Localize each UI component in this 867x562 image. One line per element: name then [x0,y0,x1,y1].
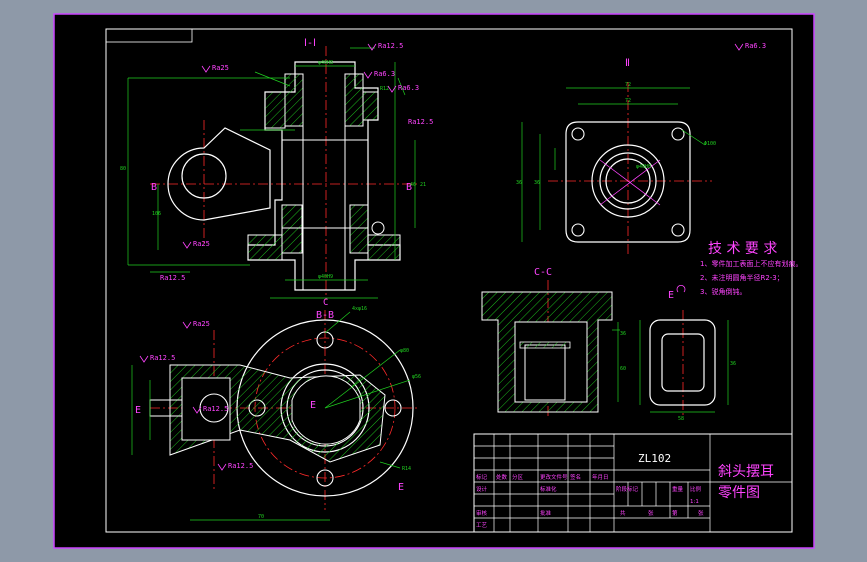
roughness-4: Ra6.3 [398,84,419,92]
tb-row-1: 处数 [496,473,508,481]
title-block [473,433,793,533]
labels: Ⅰ-Ⅰ Ⅱ B-B C-C E B B E E E C Ra12.5 Ra6.3… [120,38,802,529]
roughness-symbols [139,43,744,471]
label-marker-e-left: E [135,405,141,416]
view-top-left [127,46,420,300]
inner-frame [105,28,793,533]
tb-row-9: 重量 [672,485,684,493]
tb-row-8: 阶段标记 [616,485,639,493]
roughness-8: Ra25 [193,320,210,328]
label-marker-e-right: E [398,482,404,493]
tb-row-6: 设计 [476,485,488,493]
dim-1: φ40H8 [318,60,333,66]
drawing-type: 零件图 [718,485,760,501]
view-bottom-left [131,310,420,521]
tech-req-title: 技 术 要 求 [708,241,777,257]
dim-18: 36 [620,331,626,337]
roughness-9: Ra12.5 [150,354,175,362]
tb-row-2: 分区 [512,473,524,481]
dim-17: 21 [420,182,426,188]
tb-sheet-0: 共 [620,509,626,517]
tech-req-item-1: 1、零件加工表面上不应有划痕。 [700,259,802,268]
dim-21: 36 [730,361,736,367]
dim-13: 36 [534,180,540,186]
roughness-11: Ra12.5 [228,462,253,470]
tb-scale: 1:1 [690,499,699,505]
dim-15: 106 [152,211,161,217]
tb-row-3: 更改文件号 [540,473,568,481]
roughness-3: Ra25 [212,64,229,72]
tb-sheet-1: 张 [648,509,654,517]
dim-3: 4xφ16 [352,306,367,312]
dim-9: R12 [380,86,389,92]
label-marker-c: C [323,298,328,308]
dim-10: 72 [625,82,631,88]
label-marker-b-right: B [406,182,412,193]
dim-6: φ56 [412,374,421,380]
tb-row-10: 比例 [690,485,702,493]
dim-7: Φ100 [704,141,716,147]
label-view-top: Ⅰ-Ⅰ [304,38,316,49]
view-top-right [521,82,712,256]
view-cc [481,280,620,418]
label-view-e: E [668,290,674,301]
tb-row-5: 年月日 [592,473,609,481]
dim-2: φ40H9 [318,274,333,280]
tb-sheet-3: 张 [698,509,704,517]
dim-19: 60 [620,366,626,372]
tb-row-0: 标记 [476,473,488,481]
roughness-10: Ra12.5 [203,405,228,413]
roughness-2: Ra6.3 [374,70,395,78]
label-view-right: Ⅱ [625,58,630,69]
dim-11: 72 [625,98,631,104]
label-marker-e-center: E [310,400,316,411]
tech-req-item-3: 3、锐角倒钝。 [700,287,746,296]
tb-row-7: 标准化 [540,485,557,493]
label-view-bb: B-B [316,310,334,321]
roughness-5: Ra12.5 [408,118,433,126]
dim-4: φ40H8 [636,164,651,170]
dim-16: 46 [410,182,416,188]
tb-sheet-2: 第 [672,509,678,517]
label-marker-b-left: B [151,182,157,193]
dim-5: φ80 [400,348,409,354]
tb-row-4: 签名 [570,473,581,481]
roughness-1: Ra12.5 [378,42,403,50]
tb-row-12: 工艺 [476,522,488,529]
dim-8: R14 [402,466,411,472]
part-name: 斜头摆耳 [718,464,774,480]
dim-14: 80 [120,166,126,172]
roughness-7: Ra12.5 [160,274,185,282]
drawing-sheet [53,13,815,549]
dim-22: 70 [258,514,264,520]
tech-req-item-2: 2、未注明圆角半径R2-3； [700,273,784,282]
tb-row-13: 批准 [540,509,552,517]
dim-12: 36 [516,180,522,186]
roughness-corner: Ra6.3 [745,42,766,50]
code-box [105,28,193,43]
dim-20: 58 [678,416,684,422]
tb-row-11: 审核 [476,509,488,517]
material: ZL102 [638,452,671,465]
view-e [639,310,729,418]
label-view-cc: C-C [534,267,552,278]
roughness-6: Ra25 [193,240,210,248]
